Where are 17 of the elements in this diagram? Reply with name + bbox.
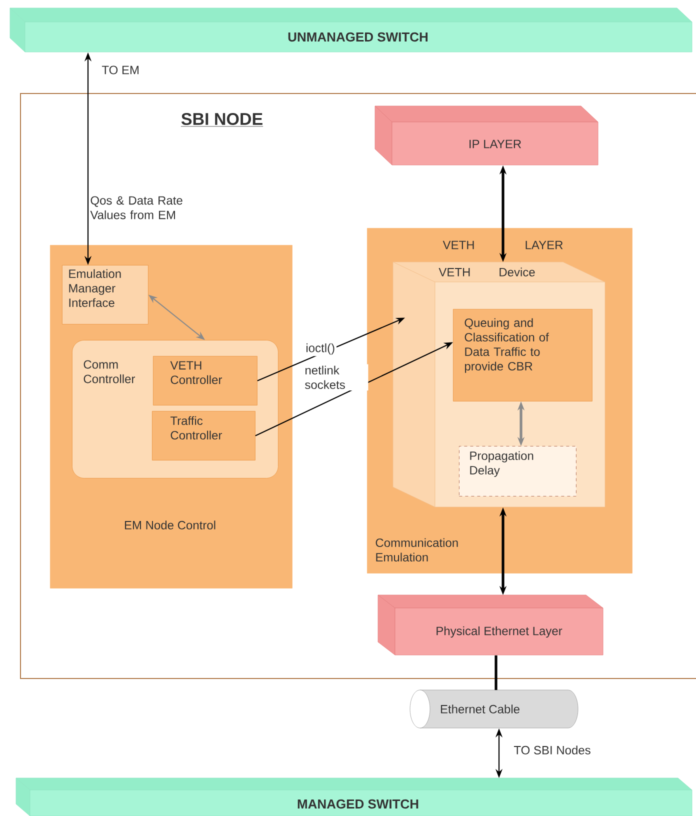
cable-cylinder: Ethernet Cable (410, 690, 578, 728)
interface-box: Emulation Manager Interface (62, 265, 148, 324)
edge-label: netlink sockets (303, 364, 368, 391)
switch-bar: UNMANAGED SWITCH (10, 8, 692, 52)
edge-label: ioctl() (304, 342, 337, 356)
delay-box: Propagation Delay (459, 446, 576, 496)
process-box: Queuing and Classification of Data Traffic to provide CBR (453, 309, 592, 402)
edge-label: TO SBI Nodes (512, 744, 592, 756)
layer-block: IP LAYER (374, 106, 598, 166)
layer-block: Physical Ethernet Layer (378, 594, 604, 656)
switch-bar: MANAGED SWITCH (16, 778, 692, 816)
connector-line (494, 655, 498, 690)
controller-box: Traffic Controller (152, 411, 256, 460)
annotation-text: Qos & Data Rate Values from EM (90, 196, 182, 220)
controller-box: VETH Controller (153, 356, 258, 406)
edge-label: TO EM (100, 64, 141, 76)
node-label: VETH Device (438, 268, 535, 276)
